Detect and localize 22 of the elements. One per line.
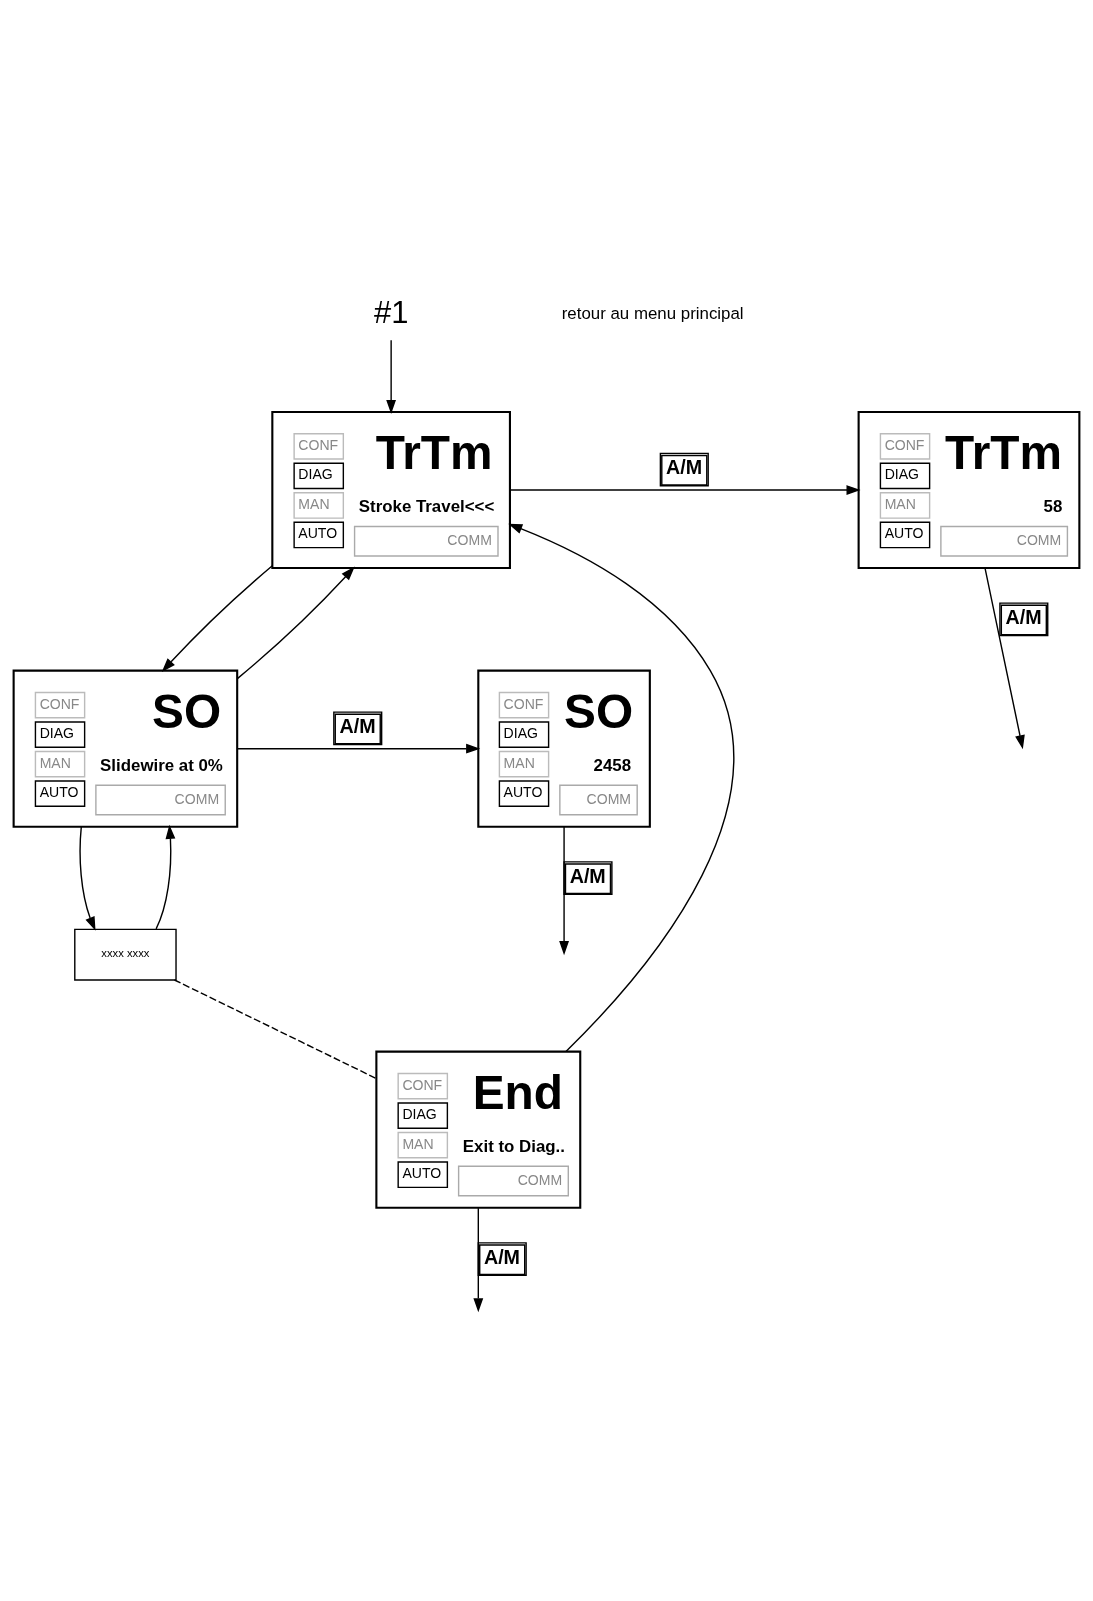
node-box: CONF DIAG MAN AUTO TrTm 58 COMM [857, 410, 1081, 570]
node-text: #1 [373, 294, 409, 330]
arrow [559, 826, 569, 956]
edge-label: A/M [483, 1245, 520, 1268]
edge-label: A/M [666, 456, 703, 479]
edge-label: A/M [569, 864, 606, 887]
arrow [79, 826, 96, 931]
edge-label: A/M [339, 714, 376, 737]
arrow [155, 824, 176, 930]
arrow [161, 565, 274, 673]
label: retour au menu principal [561, 304, 744, 324]
arrow [984, 567, 1025, 750]
edge-label: A/M [1005, 605, 1042, 628]
arrow [509, 485, 861, 495]
node-box: xxxx xxxx [74, 928, 177, 981]
arrow [386, 339, 397, 414]
connector [173, 979, 377, 1080]
arrow [473, 1207, 484, 1313]
arrow [236, 743, 481, 754]
arrow [508, 523, 734, 1053]
arrow [237, 566, 355, 680]
node-box: CONF DIAG MAN AUTO TrTm Stroke Travel<<< COMM [271, 410, 511, 570]
